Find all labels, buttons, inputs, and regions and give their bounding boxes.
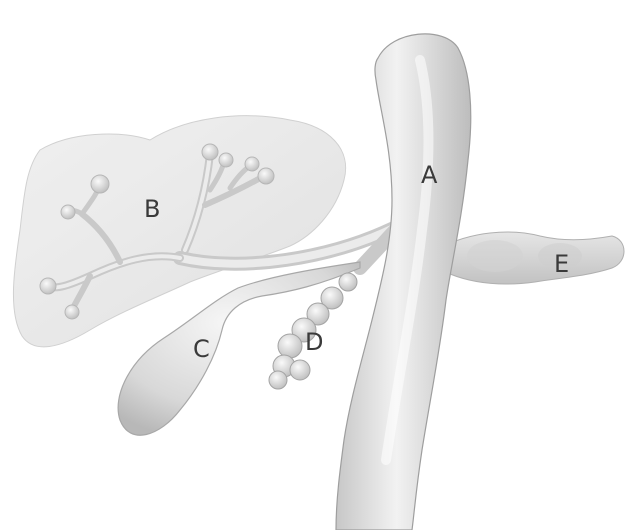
structure-e — [440, 232, 624, 284]
label-b: B — [144, 195, 160, 223]
label-a: A — [421, 161, 438, 189]
label-e: E — [554, 250, 569, 278]
label-c: C — [193, 335, 210, 363]
label-d: D — [305, 328, 323, 356]
structure-b — [13, 116, 345, 347]
